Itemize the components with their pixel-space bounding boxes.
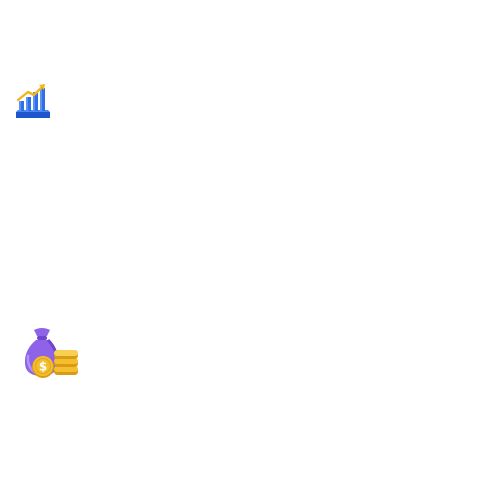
svg-text:$: $ — [39, 360, 47, 374]
bar-chart-growth-icon — [14, 82, 52, 122]
money-bag-coins-icon: $ — [22, 326, 82, 382]
